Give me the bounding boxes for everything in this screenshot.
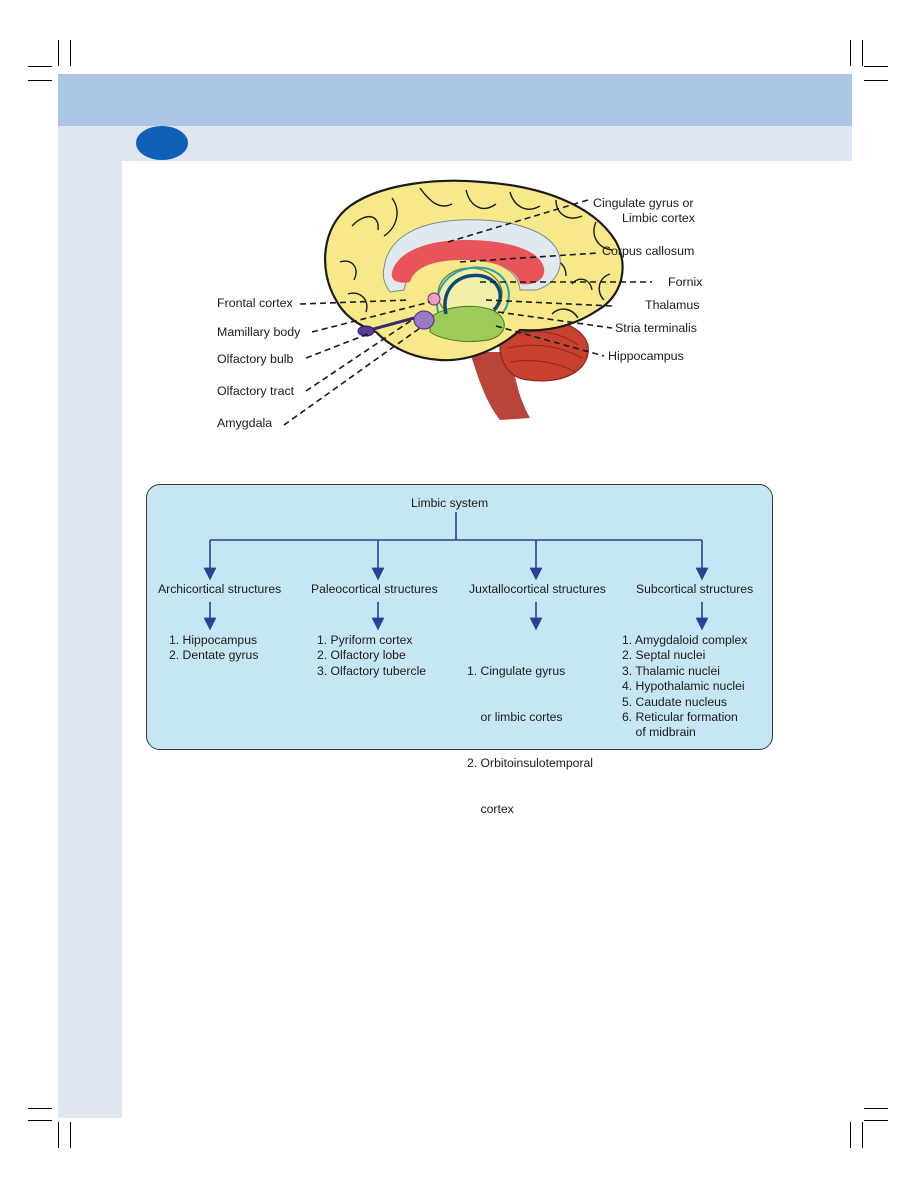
crop-mark [28,1108,52,1109]
crop-mark [864,1120,888,1121]
chapter-badge [136,126,188,160]
list-item: 2. Septal nuclei [622,648,706,663]
corpus-callosum [391,240,545,285]
stria-terminalis [436,266,510,315]
label-olfactory-tract: Olfactory tract [217,384,295,398]
amygdala [413,310,435,330]
label-cingulate-gyrus-1: Cingulate gyrus or [593,196,694,210]
fornix [443,273,502,315]
label-fornix: Fornix [668,275,703,289]
crop-mark [850,1122,851,1148]
list-item: 3. Olfactory tubercle [317,663,427,678]
label-mamillary-body: Mamillary body [217,325,301,339]
juxtallocortical-list: 1. Cingulate gyrus or limbic cortes 2. O… [467,633,593,833]
crop-mark [864,80,888,81]
header-band [58,74,852,126]
limbic-system-chart [146,484,773,750]
label-corpus-callosum: Corpus callosum [602,244,695,258]
branch-title-juxtallocortical: Juxtallocortical structures [469,582,606,596]
list-item: 2. Dentate gyrus [169,648,259,663]
olfactory-bulb [357,325,375,337]
branch-title-subcortical: Subcortical structures [636,582,754,596]
list-item: 1. Cingulate gyrus [467,663,566,678]
label-thalamus: Thalamus [645,298,700,312]
branch-title-paleocortical: Paleocortical structures [311,582,438,596]
list-item: cortex [467,802,514,817]
subcortical-list: 1. Amygdaloid complex 2. Septal nuclei 3… [622,633,747,741]
chart-root-label: Limbic system [411,496,489,510]
label-olfactory-bulb: Olfactory bulb [217,352,294,366]
list-item: 2. Olfactory lobe [317,648,406,663]
crop-mark [28,66,52,67]
crop-mark [28,80,52,81]
list-item: 1. Hippocampus [169,633,258,647]
subheader-band [58,126,852,161]
branch-title-archicortical: Archicortical structures [158,582,282,596]
crop-mark [850,40,851,66]
crop-mark [862,40,863,66]
cerebellum-folds [507,331,583,373]
list-item: 5. Caudate nucleus [622,694,728,709]
mamillary-body [427,292,441,306]
crop-mark [58,40,59,66]
label-cingulate-gyrus-2: Limbic cortex [622,211,695,225]
brainstem [470,352,530,420]
left-margin-band [58,161,122,1118]
list-item: 3. Thalamic nuclei [622,663,720,678]
list-item: of midbrain [622,725,696,740]
label-amygdala: Amygdala [217,416,273,430]
list-item: 6. Reticular formation [622,710,738,725]
crop-mark [70,40,71,66]
crop-mark [28,1120,52,1121]
list-item: 4. Hypothalamic nuclei [622,679,745,694]
list-item: or limbic cortes [467,710,563,725]
list-item: 1. Amygdaloid complex [622,633,748,647]
crop-mark [862,1122,863,1148]
leader-lines [283,199,652,426]
brain-illustration [283,179,652,426]
crop-mark [864,1108,888,1109]
list-item: 1. Pyriform cortex [317,633,413,647]
label-frontal-cortex: Frontal cortex [217,296,293,310]
label-hippocampus: Hippocampus [608,349,684,363]
label-stria-terminalis: Stria terminalis [615,321,697,335]
crop-mark [70,1122,71,1148]
archicortical-list: 1. Hippocampus 2. Dentate gyrus [169,633,258,664]
paleocortical-list: 1. Pyriform cortex 2. Olfactory lobe 3. … [317,633,426,679]
list-item: 2. Orbitoinsulotemporal [467,756,593,771]
crop-mark [864,66,888,67]
crop-mark [58,1122,59,1148]
hippocampus [429,305,505,343]
